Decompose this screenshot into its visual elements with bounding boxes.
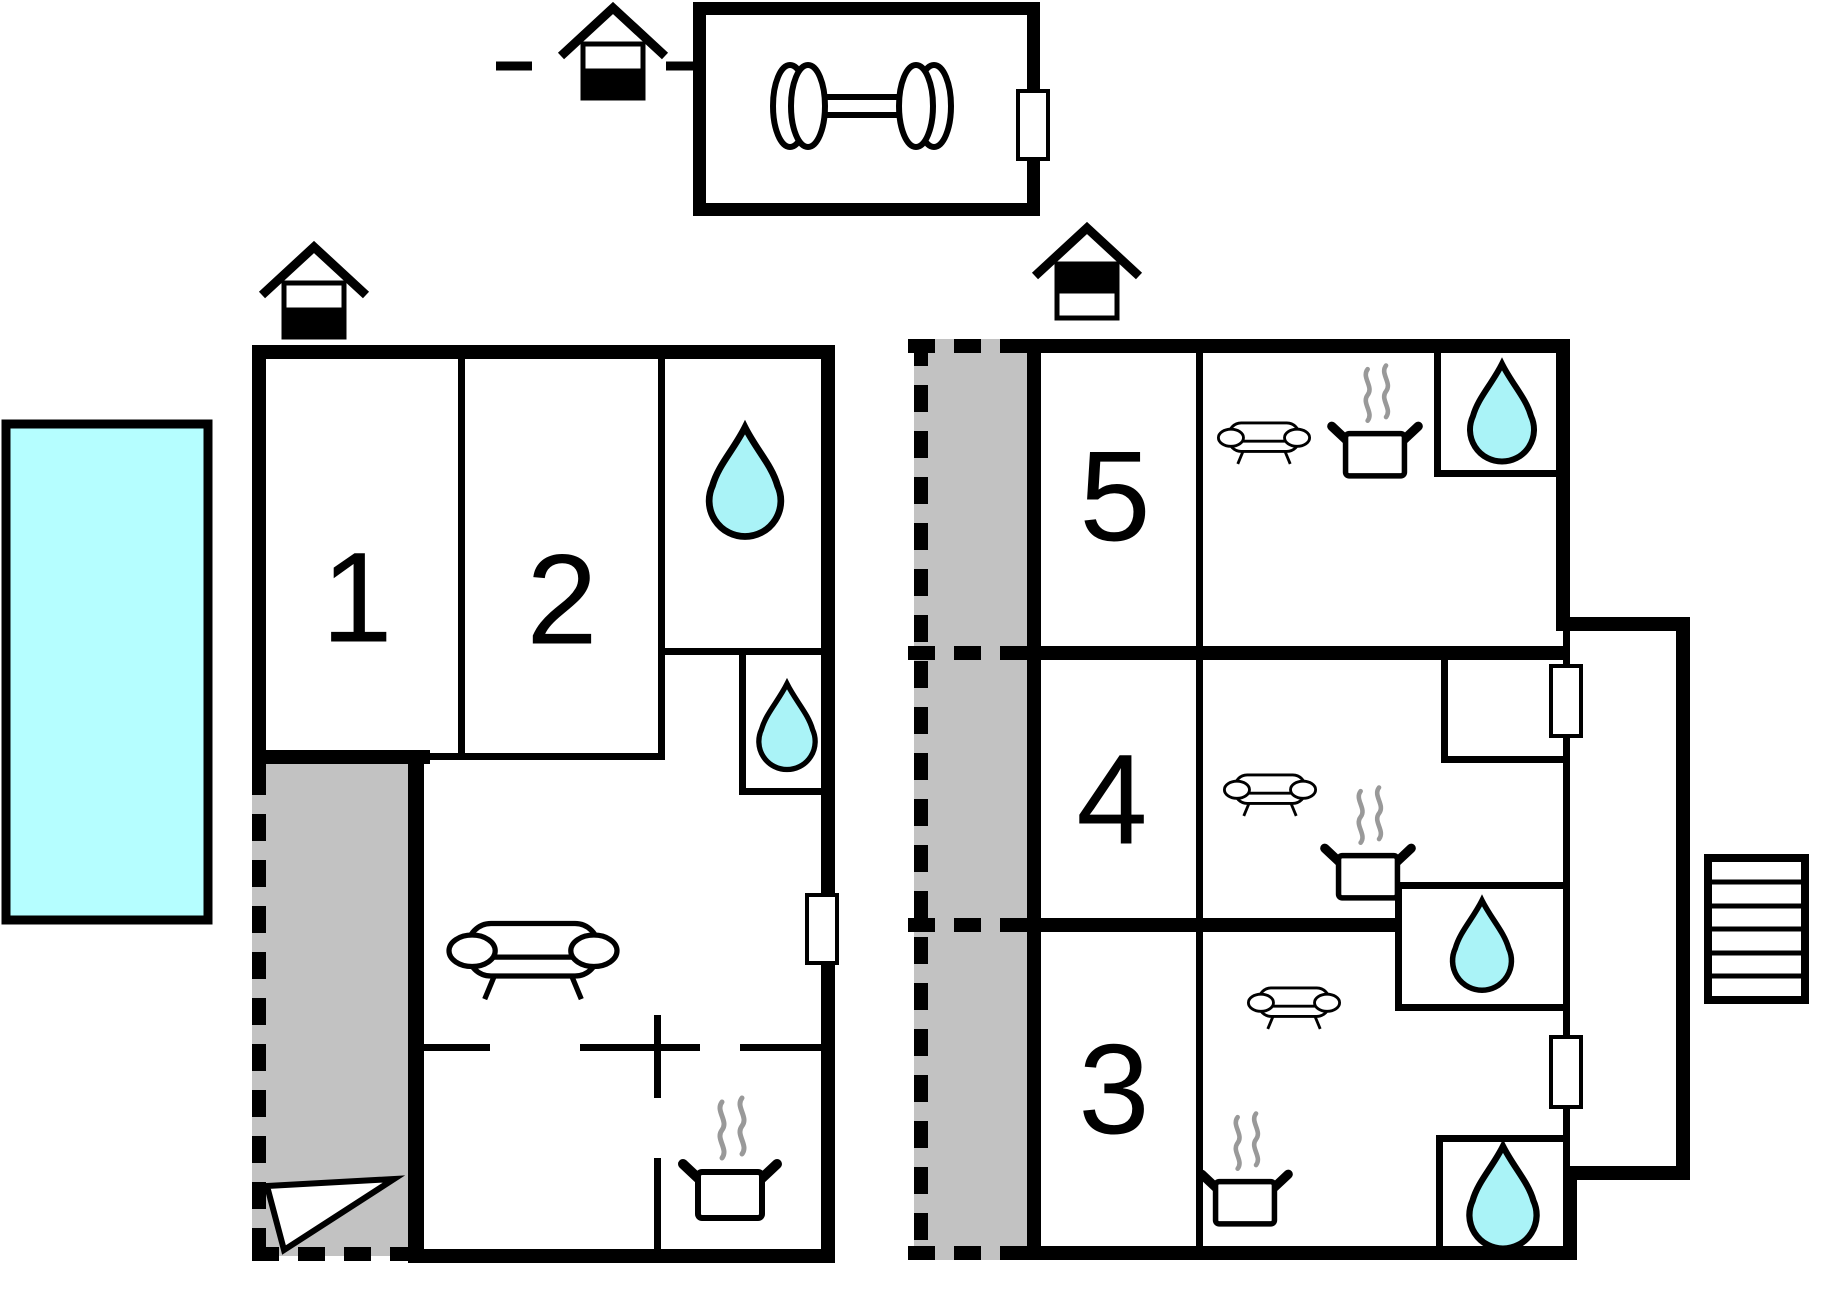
- gym-annex: [496, 2, 1050, 216]
- gym-entrance-icon: [496, 8, 702, 98]
- left-building: 1 2: [252, 247, 839, 1263]
- dumbbell-icon: [770, 62, 954, 150]
- room-2: 2: [526, 529, 597, 672]
- room-5-label: 5: [1079, 426, 1150, 569]
- room-4: 4: [1076, 729, 1511, 991]
- terrace-triangle-marker: [263, 1175, 406, 1255]
- terrace-area: [252, 764, 408, 1256]
- gym-door: [1016, 89, 1050, 161]
- corridor-door-lower: [1549, 1035, 1583, 1109]
- room-3-label: 3: [1078, 1019, 1149, 1162]
- right-building-walls: [1027, 339, 1690, 1260]
- walkway-dashed-edges: [908, 339, 1027, 1260]
- gym-walls: [693, 2, 1040, 216]
- room-1-label: 1: [321, 527, 392, 670]
- terrace-dashed-edges: [252, 768, 424, 1261]
- right-building: 5 4 3: [908, 228, 1690, 1260]
- room-5: 5: [1079, 364, 1534, 569]
- room-3: 3: [1078, 986, 1536, 1249]
- swimming-pool: [1, 419, 213, 925]
- corridor-door-upper: [1549, 664, 1583, 738]
- walkway-area: [914, 339, 1027, 1260]
- room-2-label: 2: [526, 529, 597, 672]
- room-4-label: 4: [1076, 729, 1147, 872]
- left-building-door: [805, 893, 839, 965]
- left-building-walls: [252, 345, 835, 1263]
- room-1: 1: [321, 527, 392, 670]
- stairs-icon: [1704, 854, 1809, 1004]
